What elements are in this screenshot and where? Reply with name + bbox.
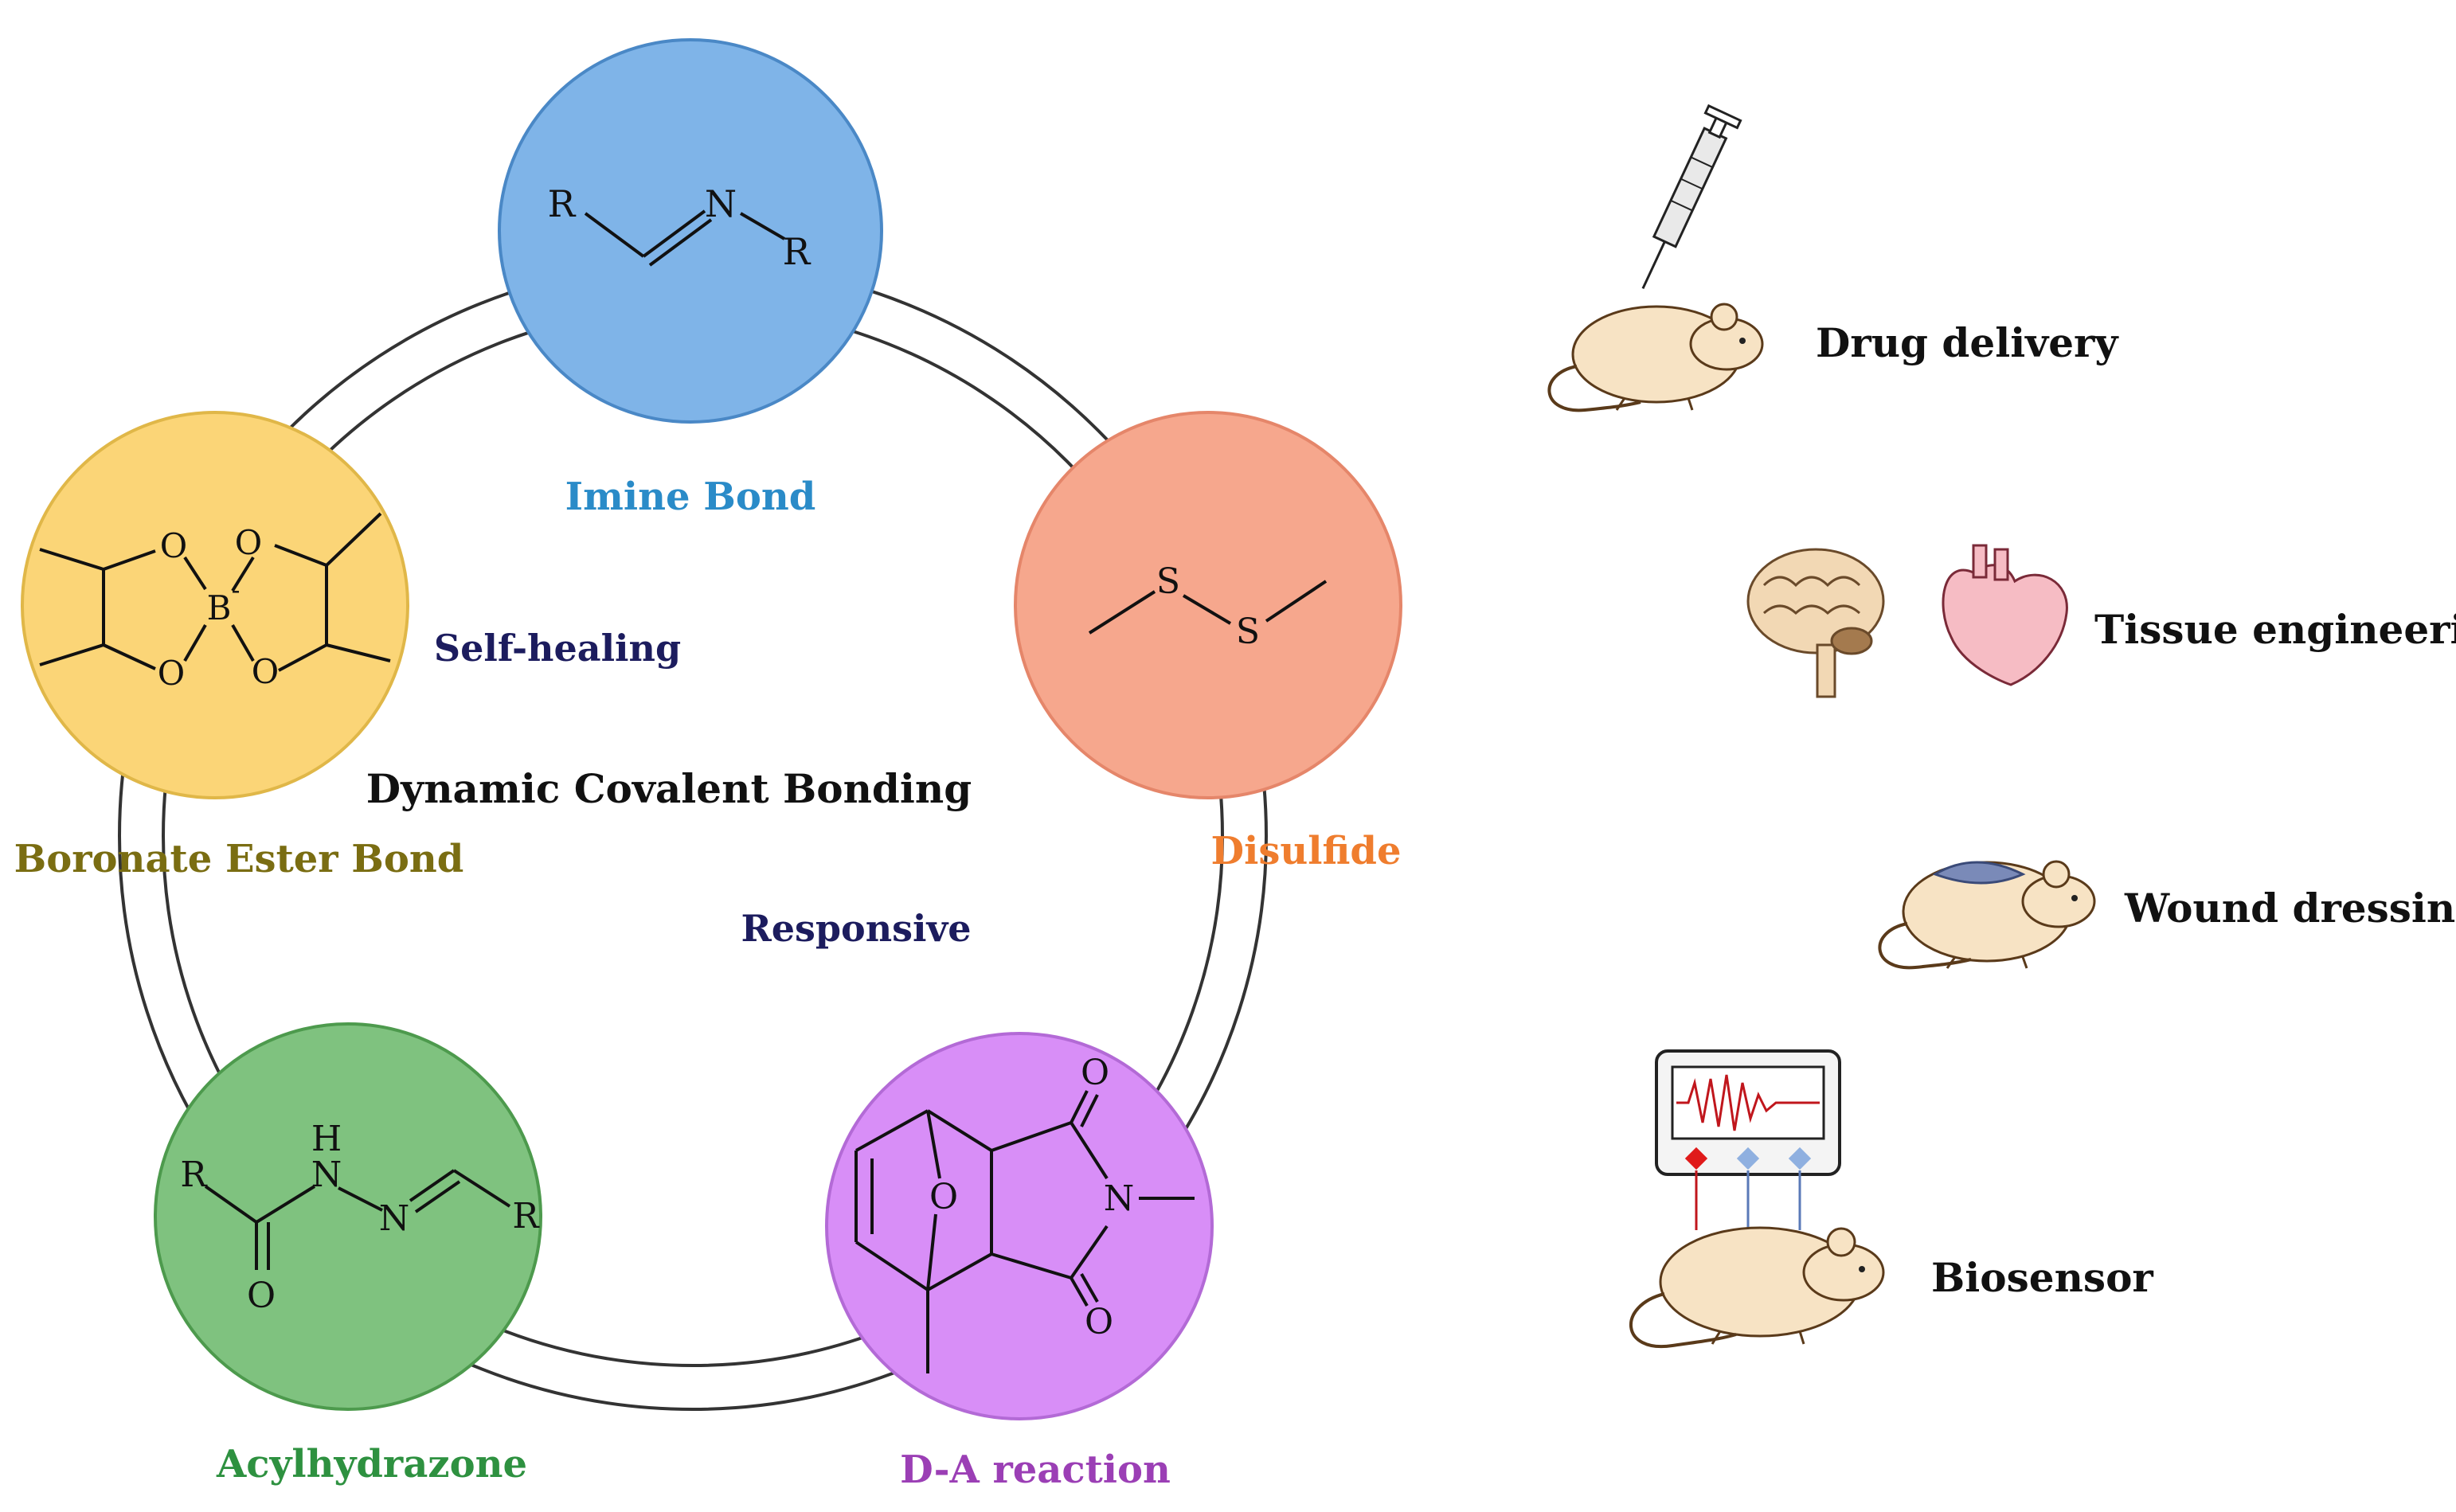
da-reaction-label: D-A reaction bbox=[900, 1448, 1171, 1492]
disulfide-node: S S Disulfide bbox=[1014, 411, 1402, 873]
disulfide-label: Disulfide bbox=[1210, 829, 1401, 873]
acyl-atom-r2: R bbox=[512, 1196, 540, 1237]
acylhydrazone-node: R H N N R O Acylhydrazone bbox=[154, 1022, 542, 1487]
acyl-atom-n1: N bbox=[311, 1155, 342, 1195]
self-healing-label: Self-healing bbox=[434, 627, 681, 670]
acyl-atom-o: O bbox=[247, 1276, 276, 1316]
imine-atom-r1: R bbox=[548, 182, 577, 225]
app-tissue-engineering: Tissue engineering bbox=[1746, 544, 2456, 698]
app-label-drug-delivery: Drug delivery bbox=[1816, 319, 2119, 366]
imine-bond-label: Imine Bond bbox=[565, 475, 816, 519]
acyl-atom-r1: R bbox=[180, 1155, 208, 1195]
app-label-biosensor: Biosensor bbox=[1931, 1254, 2153, 1301]
app-biosensor: Biosensor bbox=[1629, 1049, 2153, 1349]
imine-atom-r2: R bbox=[783, 230, 811, 273]
app-label-tissue-engineering: Tissue engineering bbox=[2094, 606, 2456, 653]
boronate-ester-node: O O B - O O Boronate Ester Bond bbox=[14, 411, 464, 881]
brain-heart-icon bbox=[1746, 544, 2068, 698]
center-title: Dynamic Covalent Bonding bbox=[366, 765, 972, 812]
boronate-charge: - bbox=[232, 575, 241, 605]
da-atom-o-bottom: O bbox=[1085, 1302, 1113, 1342]
imine-structure bbox=[584, 209, 786, 267]
app-drug-delivery: Drug delivery bbox=[1547, 104, 2119, 412]
acyl-atom-n2: N bbox=[379, 1198, 410, 1239]
da-atom-o-bridge: O bbox=[929, 1177, 958, 1217]
mouse-syringe-icon bbox=[1547, 104, 1764, 412]
boronate-ester-label: Boronate Ester Bond bbox=[14, 837, 464, 881]
imine-bond-node: R N R Imine Bond bbox=[498, 38, 883, 519]
da-reaction-node: O O N O D-A reaction bbox=[825, 1032, 1214, 1492]
da-atom-o-top: O bbox=[1081, 1053, 1109, 1093]
mouse-wound-icon bbox=[1878, 860, 2096, 970]
acyl-atom-h: H bbox=[311, 1119, 342, 1159]
acylhydrazone-label: Acylhydrazone bbox=[216, 1442, 527, 1487]
disulfide-atom-s1: S bbox=[1156, 561, 1180, 602]
imine-atom-n: N bbox=[705, 182, 737, 225]
da-atom-n: N bbox=[1104, 1178, 1135, 1219]
mouse-monitor-icon bbox=[1629, 1049, 1885, 1349]
responsive-label: Responsive bbox=[741, 907, 971, 950]
boronate-atom-o1: O bbox=[160, 526, 187, 565]
boronate-atom-o4: O bbox=[252, 652, 279, 691]
disulfide-atom-s2: S bbox=[1236, 611, 1260, 652]
boronate-atom-o2: O bbox=[235, 523, 262, 562]
boronate-atom-b: B bbox=[207, 588, 232, 627]
app-label-wound-dressing: Wound dressing bbox=[2124, 885, 2456, 932]
boronate-atom-o3: O bbox=[158, 654, 185, 693]
app-wound-dressing: Wound dressing bbox=[1878, 860, 2456, 970]
